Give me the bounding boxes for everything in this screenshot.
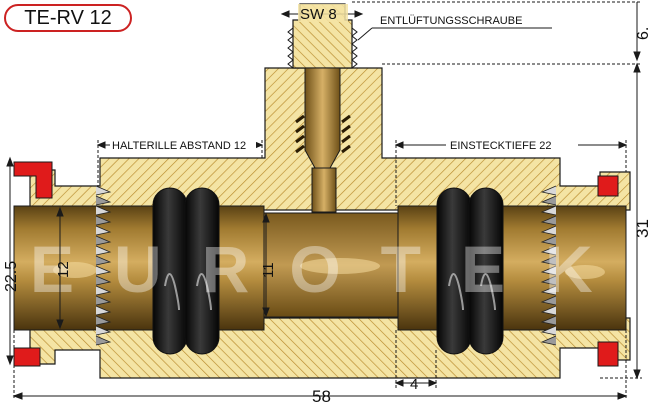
grip-tooth [540, 265, 557, 276]
pipe-inner-value: 12 [55, 261, 72, 278]
grip-tooth [95, 195, 112, 206]
inner-thread-right [341, 114, 351, 154]
total-length-value: 58 [312, 387, 331, 404]
grip-tooth [540, 225, 557, 236]
grip-ring-left [95, 185, 112, 346]
grip-tooth [95, 265, 112, 276]
grip-ring-right [540, 185, 557, 346]
grip-tooth [540, 185, 557, 196]
grip-tooth [540, 325, 557, 336]
grip-tooth [95, 295, 112, 306]
bore-value: 11 [260, 262, 277, 278]
insertion-depth-label: EINSTECKTIEFE 22 [450, 140, 551, 152]
screw-height-value: 6. [635, 27, 650, 40]
grip-tooth [95, 225, 112, 236]
small-offset-value: 4 [410, 376, 418, 393]
o-rings-right [436, 187, 504, 355]
groove-spacing-label: HALTERILLE ABSTAND 12 [112, 140, 246, 152]
grip-tooth [95, 215, 112, 226]
watermark: EUROTEK [30, 232, 633, 306]
grip-tooth [540, 215, 557, 226]
grip-tooth [540, 285, 557, 296]
grip-tooth [540, 235, 557, 246]
grip-tooth [95, 325, 112, 336]
title-badge: TE-RV 12 [4, 4, 132, 32]
groove-label-bg [110, 138, 256, 152]
grip-tooth [95, 235, 112, 246]
grip-tooth [540, 305, 557, 316]
grip-tooth [95, 255, 112, 266]
depth-label-bg [446, 138, 578, 152]
vent-screw-shaft [304, 67, 341, 169]
grip-tooth [540, 255, 557, 266]
grip-tooth [540, 275, 557, 286]
outer-diameter-value: 22.5 [3, 261, 20, 292]
grip-tooth [540, 195, 557, 206]
grip-tooth [540, 295, 557, 306]
release-ring-left [13, 161, 53, 367]
grip-tooth [540, 245, 557, 256]
vent-screw-label: ENTLÜFTUNGSSCHRAUBE [380, 15, 522, 27]
grip-tooth [95, 315, 112, 326]
release-ring-right [597, 175, 619, 367]
screw-thread [287, 27, 358, 69]
inner-thread-left [295, 114, 305, 154]
grip-tooth [95, 185, 112, 196]
grip-tooth [95, 275, 112, 286]
o-rings-left [152, 187, 220, 355]
pipe-highlights [53, 258, 605, 279]
grip-tooth [540, 315, 557, 326]
grip-tooth [540, 335, 557, 346]
grip-tooth [95, 205, 112, 216]
grip-tooth [95, 305, 112, 316]
height-value: 31 [633, 219, 650, 238]
sw-label-bg [298, 4, 348, 22]
vent-hole [311, 167, 337, 213]
grip-tooth [540, 205, 557, 216]
grip-tooth [95, 335, 112, 346]
wrench-size-label: SW 8 [300, 6, 337, 23]
grip-tooth [95, 245, 112, 256]
grip-tooth [95, 285, 112, 296]
